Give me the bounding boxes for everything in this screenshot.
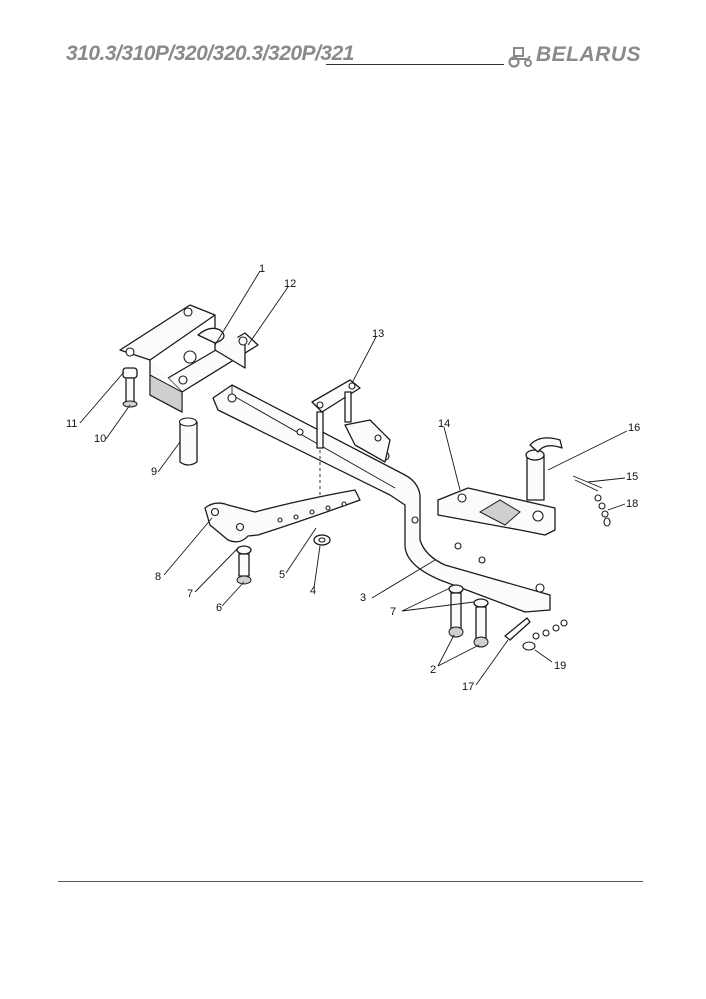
pin-9 — [178, 417, 198, 466]
callout-17: 17 — [462, 681, 474, 693]
bolt-6 — [236, 545, 252, 585]
callout-18: 18 — [626, 498, 638, 510]
callout-12: 12 — [284, 278, 296, 290]
bolt-10 — [122, 367, 138, 408]
callout-8: 8 — [155, 571, 161, 583]
callout-16: 16 — [628, 422, 640, 434]
pin-16 — [525, 437, 563, 501]
clip-15 — [572, 475, 611, 527]
callout-13: 13 — [372, 328, 384, 340]
callout-10: 10 — [94, 433, 106, 445]
tractor-icon — [508, 47, 532, 68]
callout-6: 6 — [216, 602, 222, 614]
callout-1: 1 — [259, 263, 265, 275]
brand-logo: BELARUS — [508, 43, 648, 68]
hitch-14 — [437, 487, 556, 536]
brand-name: BELARUS — [536, 43, 642, 66]
leader-lines — [79, 270, 628, 686]
callout-7a: 7 — [187, 588, 193, 600]
callout-3: 3 — [360, 592, 366, 604]
callout-11: 11 — [66, 418, 77, 430]
callout-5: 5 — [279, 569, 285, 581]
page-header-models: 310.3/310P/320/320.3/320P/321 — [66, 42, 354, 65]
swing-plate — [204, 489, 361, 543]
callout-19: 19 — [554, 660, 566, 672]
callout-7b: 7 — [390, 606, 396, 618]
pin-17 — [504, 617, 568, 651]
callout-14: 14 — [438, 418, 450, 430]
nut-4 — [313, 534, 331, 546]
bolts-2 — [448, 584, 489, 648]
footer-rule — [58, 881, 643, 882]
callout-4: 4 — [310, 585, 316, 597]
header-rule — [326, 64, 504, 65]
callout-labels: 1 12 13 11 10 9 14 16 15 18 8 7 5 4 6 3 … — [66, 263, 640, 693]
callout-15: 15 — [626, 471, 638, 483]
upper-bracket — [119, 304, 259, 413]
bracket-13 — [311, 379, 391, 515]
callout-9: 9 — [151, 466, 157, 478]
callout-2: 2 — [430, 664, 436, 676]
